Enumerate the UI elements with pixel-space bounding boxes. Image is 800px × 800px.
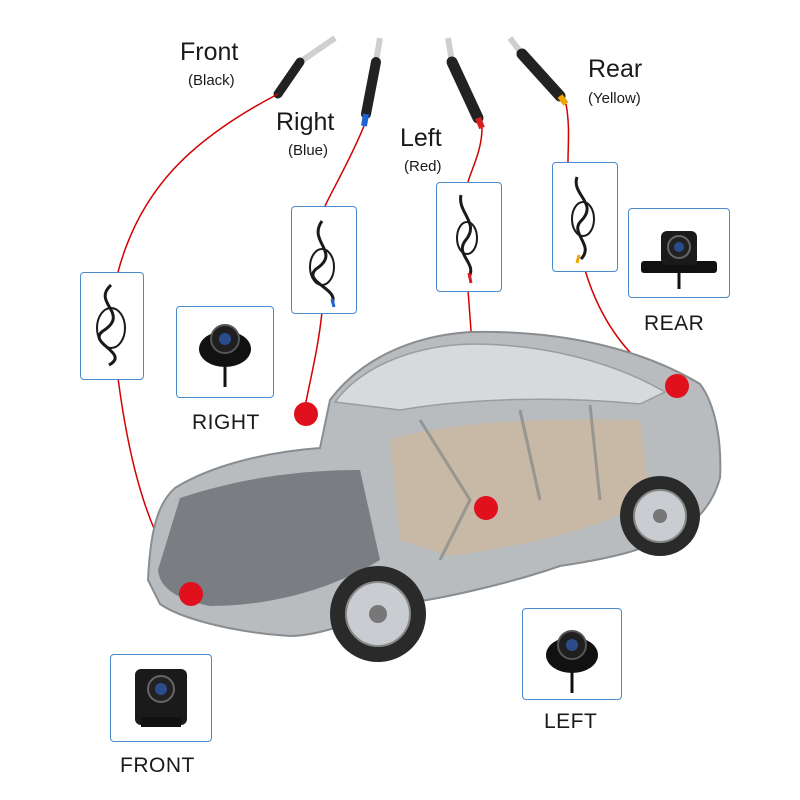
cable-right (361, 37, 383, 127)
left-camera-box (522, 608, 622, 700)
wire-right-label: Right (276, 108, 335, 136)
wire-rear-label: Rear (588, 55, 643, 83)
camera-rear-label: REAR (644, 312, 705, 335)
round-camera-icon (199, 324, 251, 387)
coiled-cable-icon (309, 220, 336, 308)
front-cable-box (80, 272, 144, 380)
bracket-camera-icon (641, 231, 717, 289)
wire-left-label: Left (400, 124, 442, 152)
wire-rear-color: (Yellow) (588, 90, 641, 107)
marker-right (294, 402, 318, 426)
line-front-top (117, 93, 279, 273)
marker-front (179, 582, 203, 606)
line-rear-top (565, 103, 570, 163)
line-left-top (467, 127, 483, 183)
cable-left (445, 37, 485, 130)
line-right-bottom (303, 311, 323, 413)
camera-right-label: RIGHT (192, 411, 260, 434)
coiled-cable-icon (456, 194, 478, 284)
bracket-camera-icon (135, 669, 187, 727)
wire-right-color: (Blue) (288, 142, 329, 159)
front-camera-box (110, 654, 212, 742)
round-camera-icon (546, 630, 598, 693)
rear-camera-box (628, 208, 730, 298)
right-camera-box (176, 306, 274, 398)
rear-cable-box (552, 162, 618, 272)
marker-rear (665, 374, 689, 398)
coiled-cable-icon (571, 176, 595, 264)
markers (179, 374, 689, 606)
car-illustration (146, 330, 722, 662)
wire-left-color: (Red) (404, 158, 442, 175)
right-cable-box (291, 206, 357, 314)
cable-front (273, 35, 337, 99)
camera-front-label: FRONT (120, 754, 195, 777)
line-right-top (324, 125, 365, 207)
coiled-cable-icon (96, 283, 126, 367)
marker-left (474, 496, 498, 520)
front-wheel (330, 566, 426, 662)
left-cable-box (436, 182, 502, 292)
wire-front-label: Front (180, 38, 239, 66)
rear-wheel (620, 476, 700, 556)
wire-front-color: (Black) (188, 72, 235, 89)
camera-left-label: LEFT (544, 710, 598, 733)
cable-rear (507, 36, 569, 106)
